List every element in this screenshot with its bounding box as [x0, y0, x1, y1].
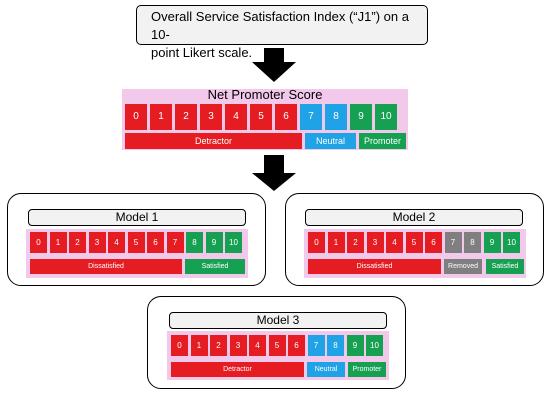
model-3-title: Model 3 [169, 312, 387, 329]
group-label-satisfied: Satisfied [486, 259, 524, 274]
score-cell-4: 4 [108, 232, 125, 253]
group-label-dissatisfied: Dissatisfied [30, 259, 182, 274]
score-cell-4: 4 [225, 104, 247, 130]
score-cell-2: 2 [347, 232, 364, 253]
group-label-dissatisfied: Dissatisfied [308, 259, 441, 274]
score-cell-8: 8 [186, 232, 203, 253]
score-cell-9: 9 [346, 335, 364, 356]
score-cell-2: 2 [175, 104, 197, 130]
score-cell-7: 7 [307, 335, 325, 356]
score-cell-3: 3 [200, 104, 222, 130]
score-cell-3: 3 [88, 232, 106, 253]
score-cell-10: 10 [375, 104, 397, 130]
score-cell-0: 0 [171, 335, 188, 356]
group-label-detractor: Detractor [125, 133, 302, 149]
score-cell-5: 5 [127, 232, 145, 253]
score-cell-2: 2 [210, 335, 227, 356]
group-label-promoter: Promoter [359, 133, 406, 149]
score-cell-4: 4 [386, 232, 403, 253]
score-cell-0: 0 [308, 232, 325, 253]
score-cell-5: 5 [268, 335, 286, 356]
score-cell-6: 6 [425, 232, 442, 253]
score-cell-9: 9 [205, 232, 223, 253]
score-cell-8: 8 [325, 104, 347, 130]
group-label-detractor: Detractor [171, 362, 304, 377]
index-description-box: Overall Service Satisfaction Index (“J1”… [136, 5, 428, 60]
nps-title: Net Promoter Score [207, 87, 323, 102]
score-cell-1: 1 [49, 232, 67, 253]
model-2-title: Model 2 [305, 209, 523, 226]
score-cell-0: 0 [30, 232, 47, 253]
score-cell-6: 6 [288, 335, 305, 356]
score-cell-7: 7 [444, 232, 462, 253]
group-label-neutral: Neutral [305, 133, 356, 149]
score-cell-6: 6 [147, 232, 164, 253]
score-cell-9: 9 [483, 232, 501, 253]
group-label-neutral: Neutral [307, 362, 345, 377]
score-cell-8: 8 [327, 335, 344, 356]
score-cell-0: 0 [125, 104, 147, 130]
score-cell-1: 1 [150, 104, 172, 130]
score-cell-9: 9 [350, 104, 372, 130]
score-cell-8: 8 [464, 232, 481, 253]
model-1-title: Model 1 [28, 209, 246, 226]
score-cell-4: 4 [249, 335, 266, 356]
score-cell-10: 10 [366, 335, 383, 356]
score-cell-5: 5 [250, 104, 272, 130]
score-cell-5: 5 [405, 232, 423, 253]
score-cell-1: 1 [190, 335, 208, 356]
group-label-promoter: Promoter [348, 362, 386, 377]
score-cell-7: 7 [300, 104, 322, 130]
score-cell-10: 10 [225, 232, 242, 253]
score-cell-3: 3 [366, 232, 384, 253]
score-cell-6: 6 [275, 104, 297, 130]
group-label-removed: Removed [444, 259, 482, 274]
score-cell-10: 10 [503, 232, 520, 253]
score-cell-7: 7 [166, 232, 184, 253]
group-label-satisfied: Satisfied [185, 259, 245, 274]
score-cell-1: 1 [327, 232, 345, 253]
score-cell-3: 3 [229, 335, 247, 356]
score-cell-2: 2 [69, 232, 86, 253]
